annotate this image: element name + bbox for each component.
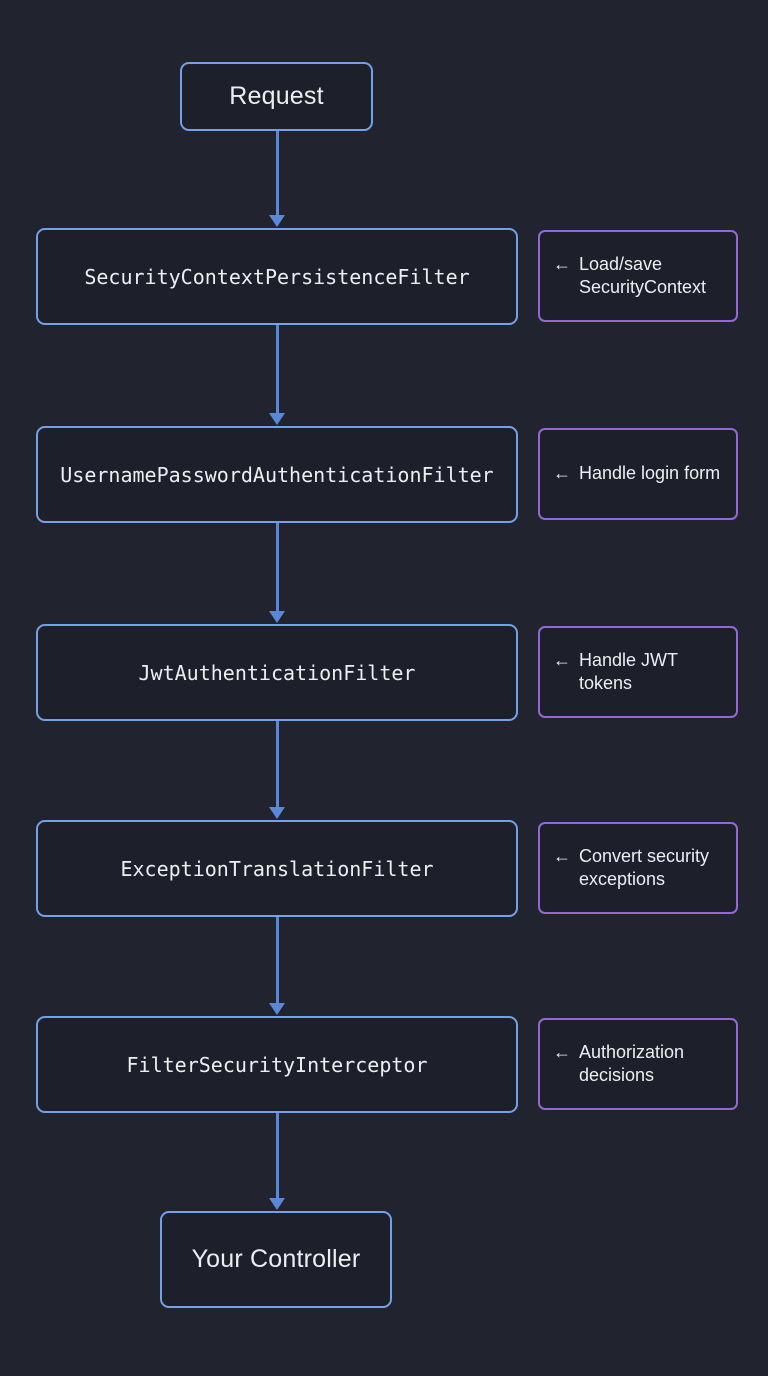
note-box-convert-security-exceptions: ← Convert security exceptions: [538, 822, 738, 914]
filter-name: ExceptionTranslationFilter: [120, 856, 434, 881]
filter-box-exception-translation: ExceptionTranslationFilter: [36, 820, 518, 917]
flow-arrow-icon: [275, 917, 279, 1004]
note-text: Convert security exceptions: [579, 845, 710, 889]
left-arrow-icon: ←: [553, 845, 571, 866]
left-arrow-icon: ←: [553, 1041, 571, 1062]
filter-box-filter-security-interceptor: FilterSecurityInterceptor: [36, 1016, 518, 1113]
filter-name: FilterSecurityInterceptor: [126, 1052, 428, 1077]
filter-name: UsernamePasswordAuthenticationFilter: [60, 462, 494, 487]
flow-arrow-icon: [275, 721, 279, 808]
filter-box-username-password-authentication: UsernamePasswordAuthenticationFilter: [36, 426, 518, 523]
note-text: Handle login form: [579, 463, 721, 484]
left-arrow-icon: ←: [553, 649, 571, 670]
filter-box-security-context-persistence: SecurityContextPersistenceFilter: [36, 228, 518, 325]
left-arrow-icon: ←: [553, 463, 571, 484]
note-box-handle-jwt-tokens: ← Handle JWT tokens: [538, 626, 738, 718]
flow-arrow-icon: [275, 131, 279, 216]
filter-name: SecurityContextPersistenceFilter: [84, 264, 470, 289]
controller-node: Your Controller: [160, 1211, 392, 1308]
flow-arrow-icon: [275, 1113, 279, 1199]
flow-arrow-icon: [275, 523, 279, 612]
filter-name: JwtAuthenticationFilter: [138, 660, 416, 685]
note-text: Handle JWT tokens: [579, 649, 678, 693]
left-arrow-icon: ←: [553, 253, 571, 274]
note-text: Authorization decisions: [579, 1041, 685, 1085]
note-box-load-save-securitycontext: ← Load/save SecurityContext: [538, 230, 738, 322]
controller-label: Your Controller: [191, 1245, 361, 1273]
request-label: Request: [229, 82, 324, 110]
note-box-authorization-decisions: ← Authorization decisions: [538, 1018, 738, 1110]
flow-arrow-icon: [275, 325, 279, 414]
note-text: Load/save SecurityContext: [579, 253, 707, 297]
note-box-handle-login-form: ← Handle login form: [538, 428, 738, 520]
request-node: Request: [180, 62, 373, 131]
filter-box-jwt-authentication: JwtAuthenticationFilter: [36, 624, 518, 721]
